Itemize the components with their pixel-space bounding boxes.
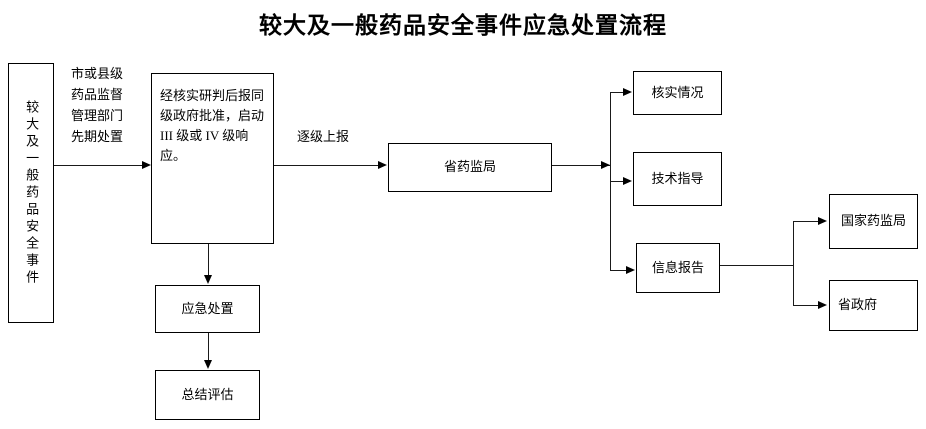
connector-trunk-to-technical (610, 181, 624, 182)
arrowhead-trunk-to-verify (623, 87, 632, 96)
arrowhead-incident-to-decision (142, 160, 151, 169)
arrowhead-provincial-mpa-out (601, 160, 610, 169)
node-decision-label: 经核实研判后报同级政府批准，启动 III 级或 IV 级响应。 (160, 88, 265, 164)
page-title: 较大及一般药品安全事件应急处置流程 (259, 13, 667, 38)
arrowhead-emergency-to-summary (203, 360, 212, 369)
node-summary-evaluation-label: 总结评估 (181, 386, 234, 402)
arrowhead-decision-to-provincial-mpa (378, 160, 387, 169)
node-national-mpa[interactable]: 国家药监局 (829, 194, 918, 249)
connector-report-out (720, 265, 793, 266)
connector-trunk-to-report (610, 270, 627, 271)
node-information-report[interactable]: 信息报告 (636, 243, 720, 293)
arrowhead-decision-to-emergency-action (203, 275, 212, 284)
node-emergency-action-label: 应急处置 (181, 300, 234, 316)
connector-emergency-to-summary (208, 333, 209, 361)
edge-label-initial-handling: 市或县级 药品监督 管理部门 先期处置 (71, 66, 124, 145)
node-verify-situation-label: 核实情况 (651, 84, 704, 100)
connector-report-to-provincial-government (793, 305, 819, 306)
node-incident[interactable]: 较大及一般药品安全事件 (8, 63, 54, 323)
node-technical-guidance[interactable]: 技术指导 (633, 152, 722, 206)
node-technical-guidance-label: 技术指导 (651, 170, 704, 186)
node-incident-label: 较大及一般药品安全事件 (24, 99, 40, 287)
connector-incident-to-decision (54, 165, 143, 166)
node-emergency-action[interactable]: 应急处置 (155, 285, 260, 333)
connector-provincial-mpa-out (552, 165, 611, 166)
node-summary-evaluation[interactable]: 总结评估 (155, 370, 260, 420)
edge-label-level-by-level-report: 逐级上报 (297, 129, 350, 144)
arrowhead-report-to-national-mpa (818, 216, 827, 225)
connector-decision-to-emergency-action (208, 244, 209, 276)
node-provincial-government[interactable]: 省政府 (829, 280, 918, 331)
arrowhead-trunk-to-report (626, 265, 635, 274)
connector-trunk-to-verify (610, 92, 624, 93)
connector-decision-to-provincial-mpa (274, 165, 379, 166)
node-information-report-label: 信息报告 (651, 259, 704, 275)
node-verify-situation[interactable]: 核实情况 (633, 71, 722, 115)
node-provincial-government-label: 省政府 (838, 297, 878, 313)
arrowhead-report-to-provincial-government (818, 300, 827, 309)
node-national-mpa-label: 国家药监局 (840, 213, 906, 229)
connector-report-split-trunk (793, 221, 794, 305)
node-provincial-mpa-label: 省药监局 (443, 159, 496, 175)
connector-report-to-national-mpa (793, 221, 819, 222)
arrowhead-trunk-to-technical (623, 176, 632, 185)
node-provincial-mpa[interactable]: 省药监局 (388, 143, 552, 192)
node-decision[interactable]: 经核实研判后报同级政府批准，启动 III 级或 IV 级响应。 (151, 73, 274, 244)
